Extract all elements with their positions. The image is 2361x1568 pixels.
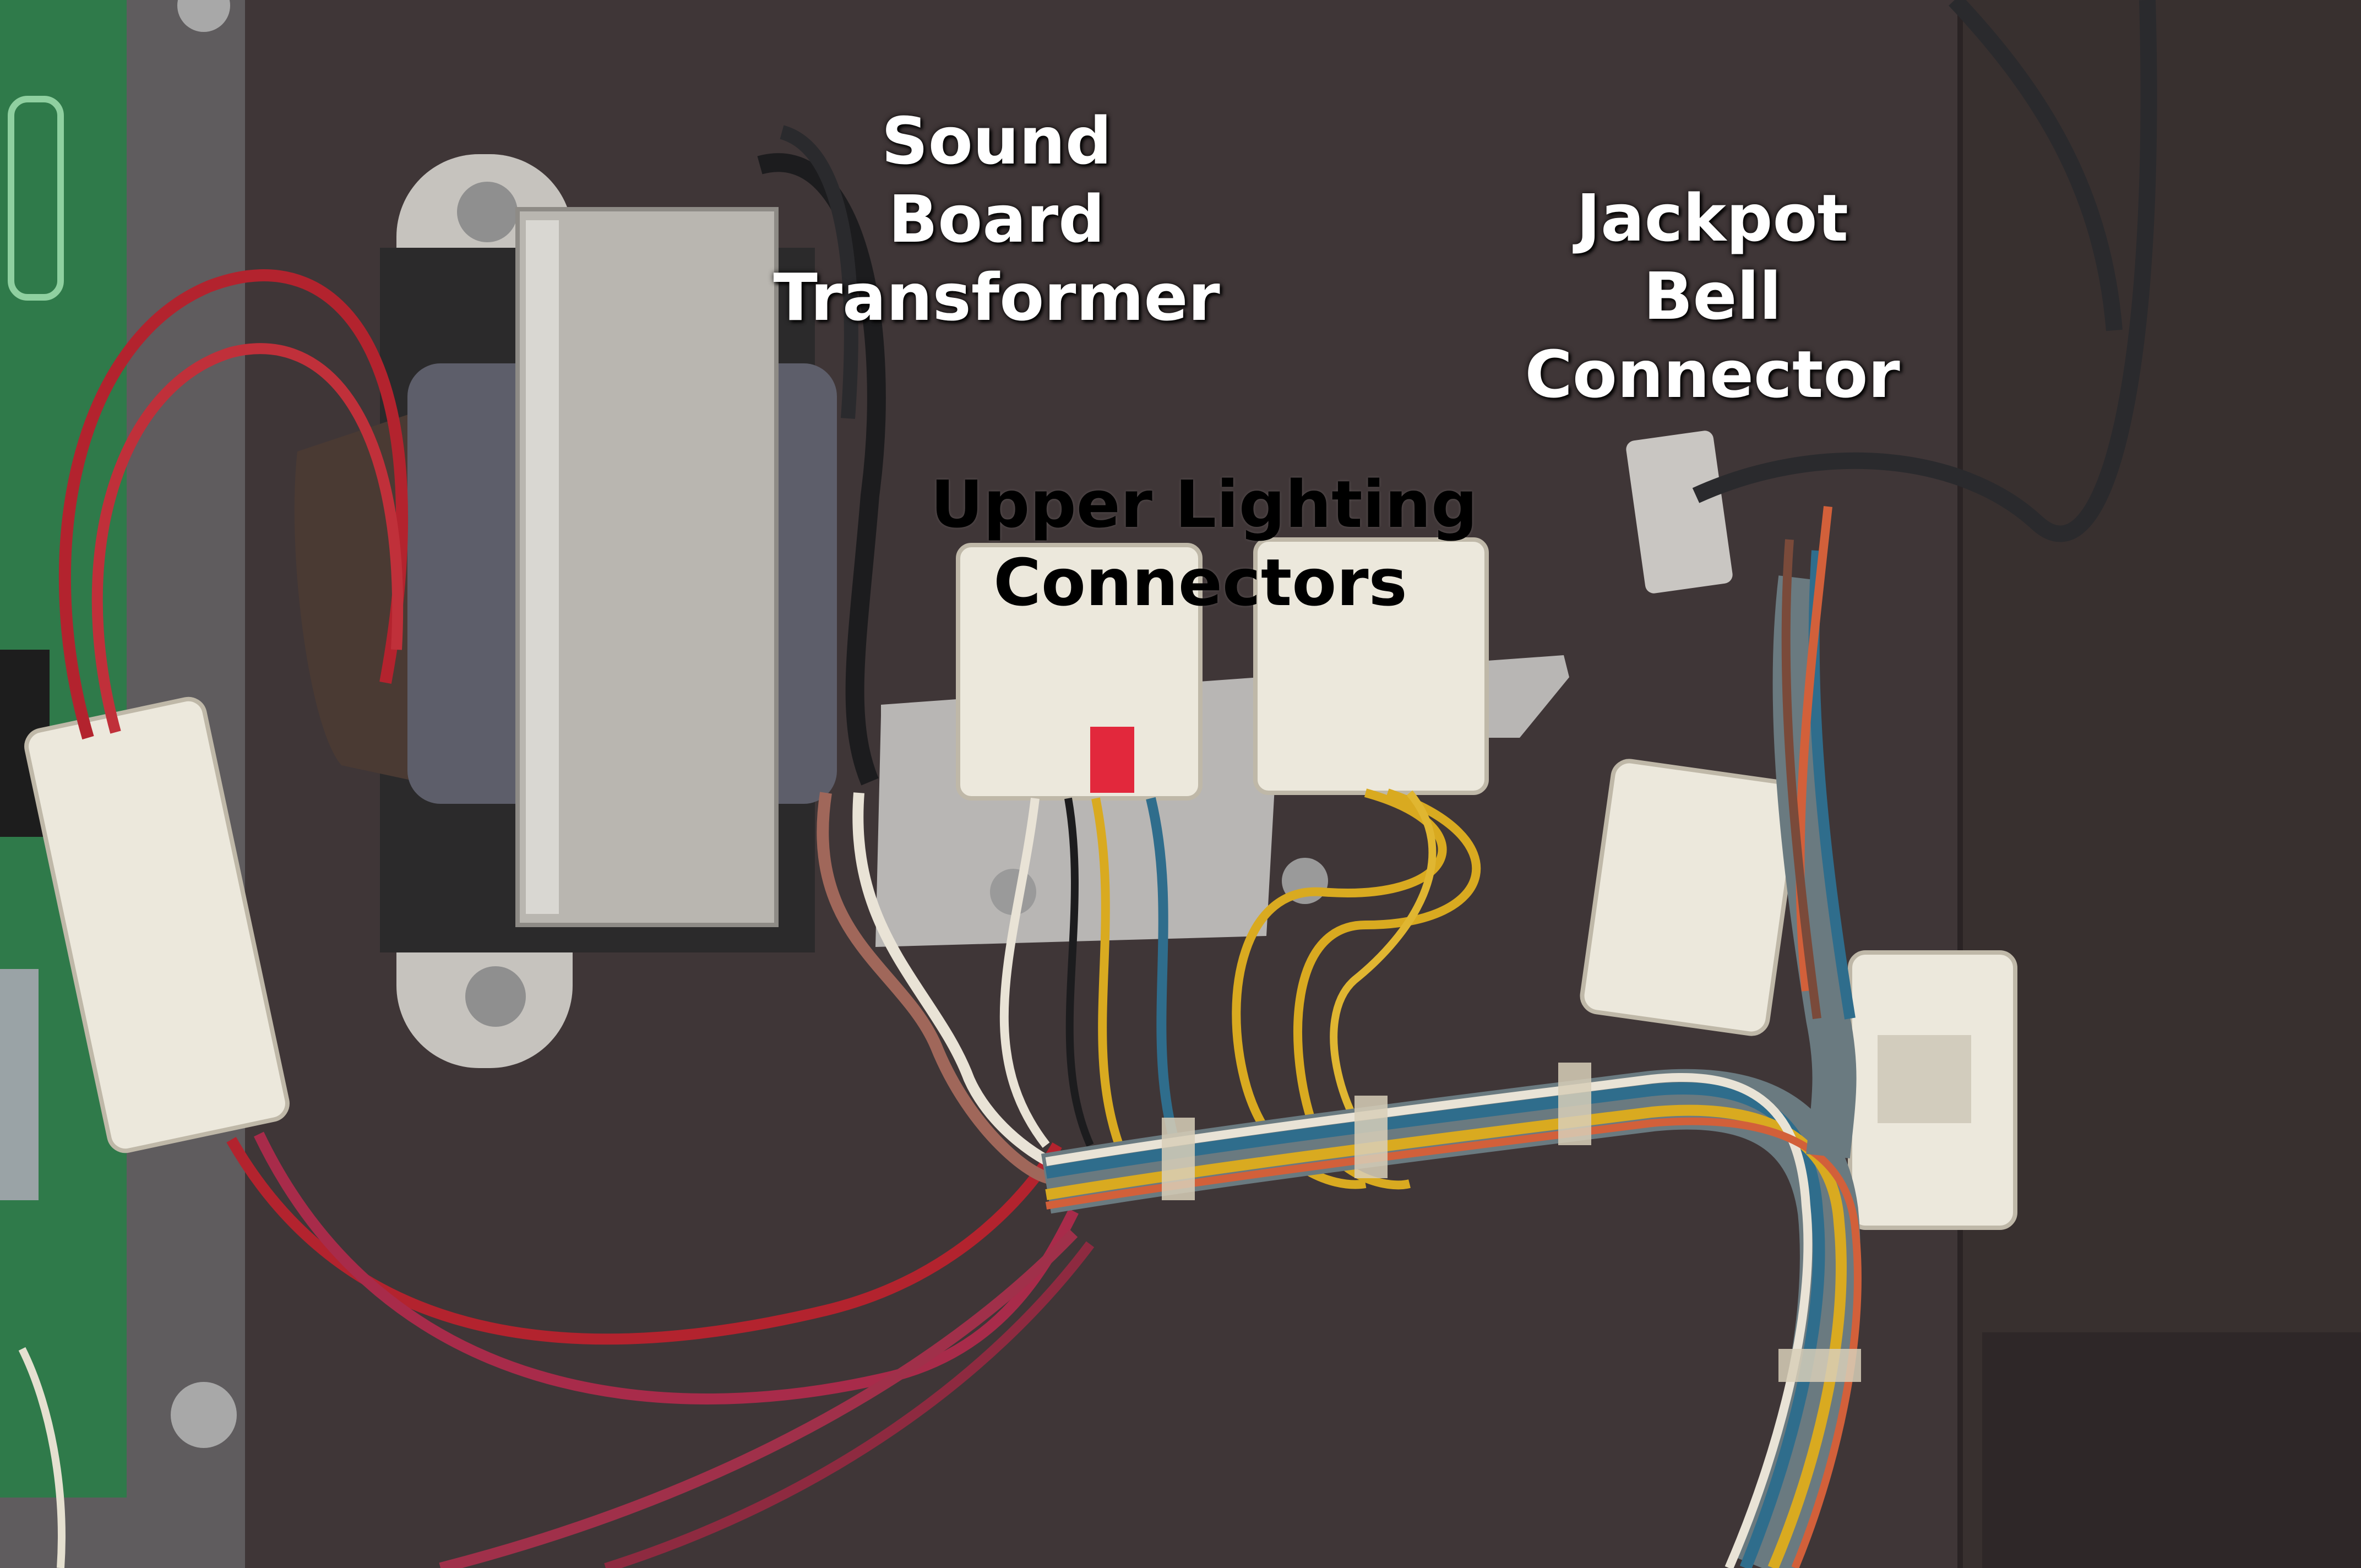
connector-wire-black (1064, 797, 1094, 1147)
sound-board-transformer-label: Sound Board Transformer (771, 102, 1222, 336)
right-harness-brown (1781, 539, 1821, 1020)
pcb-trace (8, 96, 64, 301)
panel-shadow-bottom (1982, 1332, 2361, 1568)
connector-socket (1878, 1035, 1971, 1123)
jackpot-bell-terminal (1626, 431, 1733, 594)
right-connector-upper (1580, 759, 1801, 1036)
mount-screw-top (457, 182, 518, 242)
harness-tie-4 (1778, 1349, 1861, 1382)
brown-wire (817, 792, 1059, 1185)
white-wire (852, 792, 1080, 1178)
jackpot-bell-cable (1692, 0, 2157, 542)
harness-yellow (1045, 1104, 1847, 1568)
wood-panel-right (1960, 0, 2361, 1568)
bracket-screw-top (177, 0, 230, 32)
jackpot-bell-connector-line-1: Jackpot (1576, 180, 1848, 256)
right-vertical-harness (1772, 575, 1857, 1158)
black-lead-wire-2 (780, 125, 858, 419)
harness-tie-3 (1558, 1063, 1591, 1145)
harness-orange (1045, 1117, 1862, 1568)
harness-tie-1 (1162, 1118, 1195, 1200)
pcb-edge-connector-wire (18, 1347, 66, 1568)
red-wire-1 (58, 269, 409, 740)
transformer-cover-highlight (526, 220, 559, 914)
red-wire-lower-3 (439, 1229, 1078, 1568)
red-tag (1090, 727, 1134, 793)
jackpot-bell-connector-line-2: Bell (1643, 258, 1782, 334)
connector-wire-white (999, 798, 1050, 1148)
red-wire-lower-1 (226, 1137, 1062, 1345)
jackpot-bell-connector-line-3: Connector (1525, 336, 1900, 412)
harness-tie-2 (1354, 1096, 1388, 1178)
transformer-steel-cover (515, 207, 779, 927)
sound-board-transformer-line-3: Transformer (773, 259, 1220, 335)
red-wire-2 (91, 343, 404, 734)
jackpot-bell-connector-label: Jackpot Bell Connector (1514, 179, 1911, 413)
mount-screw-bottom (465, 966, 526, 1027)
bracket-screw-bottom (171, 1382, 237, 1448)
red-wire-lower-2 (253, 1131, 1079, 1404)
sound-board-transformer-line-2: Board (888, 181, 1105, 257)
sound-board-transformer-line-1: Sound (881, 103, 1112, 179)
connector-wire-yellow (1091, 797, 1128, 1158)
red-wire-lower-4 (604, 1241, 1095, 1568)
upper-cable (1949, 0, 2123, 331)
capacitor (0, 969, 39, 1200)
upper-lighting-connectors-line-2: Connectors (993, 545, 1407, 620)
upper-lighting-connectors-label: Upper Lighting Connectors (931, 465, 1478, 622)
upper-lighting-connectors-line-1: Upper Lighting (931, 466, 1478, 542)
upper-lighting-connector-left (956, 543, 1203, 801)
